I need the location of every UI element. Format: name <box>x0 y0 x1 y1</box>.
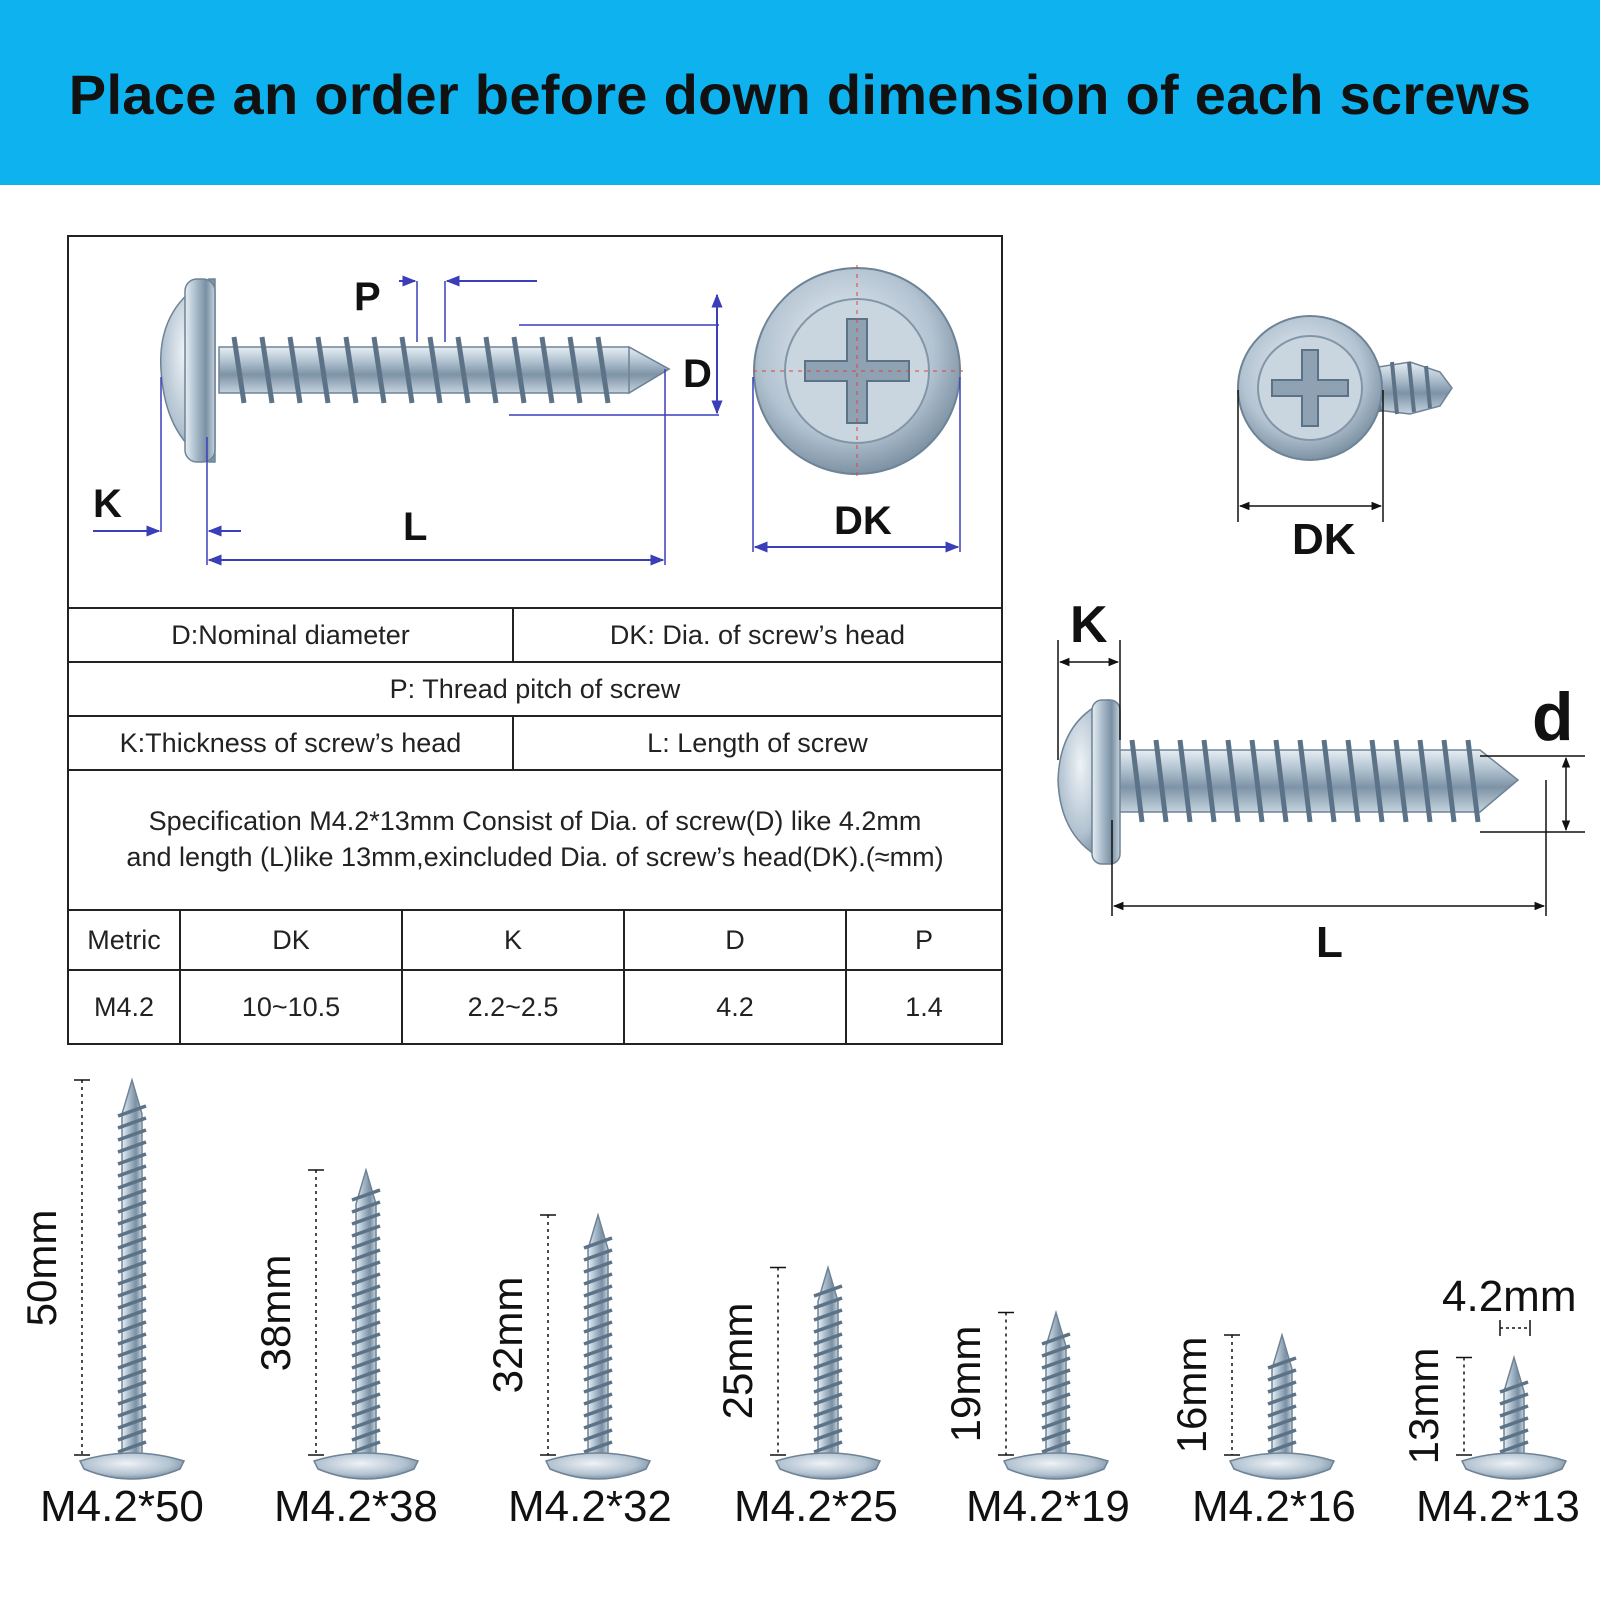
note-row: Specification M4.2*13mm Consist of Dia. … <box>69 769 1001 909</box>
screw-size-row <box>74 1077 1568 1480</box>
size-name-label: M4.2*25 <box>734 1482 898 1531</box>
spec-header-k: K <box>401 911 623 969</box>
legend-row-1: D:Nominal diameter DK: Dia. of screw’s h… <box>69 607 1001 661</box>
length-label: 16mm <box>1168 1336 1215 1454</box>
legend-k: K:Thickness of screw’s head <box>119 727 462 758</box>
spec-header-dk: DK <box>179 911 401 969</box>
spec-header-d: D <box>623 911 845 969</box>
screw-head-perspective-icon <box>1237 315 1453 522</box>
note-line-2: and length (L)like 13mm,exincluded Dia. … <box>126 842 944 872</box>
size-name-label: M4.2*38 <box>274 1482 438 1531</box>
label-p: P <box>354 275 381 319</box>
screw-m4-2-13-icon <box>1460 1354 1568 1480</box>
screw-m4-2-16-icon <box>1228 1332 1336 1480</box>
note-line-1: Specification M4.2*13mm Consist of Dia. … <box>148 806 922 836</box>
spec-header-p: P <box>845 911 1001 969</box>
legend-d: D:Nominal diameter <box>171 619 410 650</box>
legend-row-3: K:Thickness of screw’s head L: Length of… <box>69 715 1001 769</box>
screw-m4-2-50-icon <box>78 1077 186 1480</box>
size-name-label: M4.2*32 <box>508 1482 672 1531</box>
size-name-label: M4.2*50 <box>40 1482 204 1531</box>
banner-title: Place an order before down dimension of … <box>68 63 1532 126</box>
right-label-dk: DK <box>1292 515 1356 564</box>
spec-table-header: Metric DK K D P <box>69 909 1001 969</box>
spec-cell-d: 4.2 <box>623 971 845 1043</box>
screw-m4-2-38-icon <box>312 1167 420 1480</box>
length-label: 38mm <box>252 1254 299 1371</box>
diameter-label: 4.2mm <box>1442 1272 1577 1321</box>
legend-l: L: Length of screw <box>512 717 1001 769</box>
legend-p: P: Thread pitch of screw <box>389 673 681 704</box>
label-dk: DK <box>834 499 892 543</box>
spec-cell-p: 1.4 <box>845 971 1001 1043</box>
right-label-k: K <box>1070 596 1108 654</box>
size-name-label: M4.2*13 <box>1416 1482 1580 1531</box>
spec-cell-k: 2.2~2.5 <box>401 971 623 1043</box>
length-label: 19mm <box>942 1325 989 1443</box>
length-label: 50mm <box>18 1209 65 1326</box>
label-d: D <box>683 352 712 396</box>
label-k: K <box>93 482 122 526</box>
length-label: 32mm <box>484 1276 531 1394</box>
legend-row-2: P: Thread pitch of screw <box>69 661 1001 715</box>
right-label-l: L <box>1316 918 1343 967</box>
specification-box: P D K L DK D:Nominal diameter DK: Dia. o… <box>67 235 1003 1045</box>
phillips-cross-icon <box>804 318 910 424</box>
dimension-diagram: P D K L DK <box>69 237 1001 607</box>
right-label-d: d <box>1532 679 1574 755</box>
size-name-label: M4.2*19 <box>966 1482 1130 1531</box>
length-label: 13mm <box>1400 1347 1447 1465</box>
length-label: 25mm <box>714 1302 761 1420</box>
spec-header-metric: Metric <box>87 924 161 955</box>
header-banner: Place an order before down dimension of … <box>0 0 1600 185</box>
spec-table-row: M4.2 10~10.5 2.2~2.5 4.2 1.4 <box>69 969 1001 1043</box>
label-l: L <box>403 505 428 549</box>
screw-head-icon <box>753 265 963 477</box>
screw-side-large-icon <box>1057 640 1585 916</box>
spec-cell-metric: M4.2 <box>93 991 155 1022</box>
screw-m4-2-19-icon <box>1002 1309 1110 1480</box>
legend-dk: DK: Dia. of screw’s head <box>512 609 1001 661</box>
screw-side-icon <box>93 265 963 566</box>
spec-cell-dk: 10~10.5 <box>179 971 401 1043</box>
size-name-label: M4.2*16 <box>1192 1482 1356 1531</box>
screw-m4-2-25-icon <box>774 1264 882 1480</box>
screw-m4-2-32-icon <box>544 1212 652 1480</box>
